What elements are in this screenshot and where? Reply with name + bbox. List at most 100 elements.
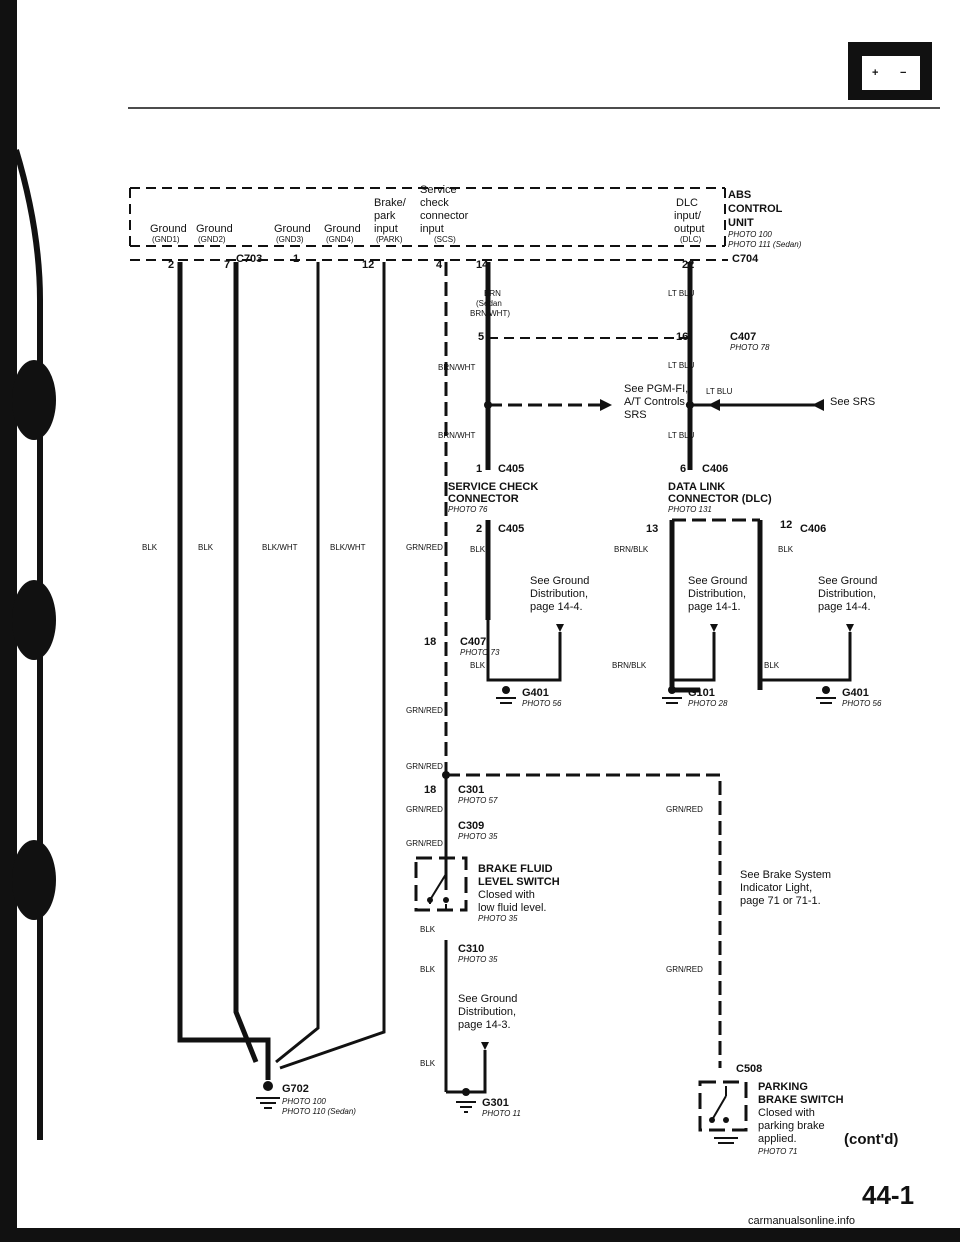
terminal-scs-2: check — [420, 197, 449, 209]
see-ground-c310-1: See Ground — [458, 993, 517, 1005]
see-ground-c406b-1: See Ground — [818, 575, 877, 587]
service-check-wires — [485, 262, 763, 693]
wire-label-grn-red-4: GRN/RED — [406, 805, 443, 814]
ground-g401-1-photo: PHOTO 56 — [522, 699, 562, 708]
wire-label-blk-2: BLK — [198, 543, 214, 552]
terminal-gnd2: Ground — [196, 223, 233, 235]
wire-label-blk-wht-2: BLK/WHT — [330, 543, 366, 552]
dlc-photo: PHOTO 131 — [668, 505, 712, 514]
connector-c407-lower-photo: PHOTO 73 — [460, 648, 500, 657]
pin-c703-2: 2 — [168, 259, 174, 271]
abs-control-unit-box — [129, 187, 726, 247]
wire-label-brn-sedan: (Sedan — [476, 299, 502, 308]
wire-label-blk-c310-1: BLK — [420, 925, 436, 934]
dlc-title-1: DATA LINK — [668, 481, 725, 493]
ground-g702: G702 — [282, 1083, 309, 1095]
parking-brake-switch-note-1: Closed with — [758, 1107, 815, 1119]
wire-label-brn-blk-1: BRN/BLK — [614, 545, 649, 554]
terminal-scs-id: (SCS) — [434, 235, 456, 244]
terminal-scs-4: input — [420, 223, 444, 235]
wire-label-blk-c310-2: BLK — [420, 965, 436, 974]
terminal-park-3: input — [374, 223, 398, 235]
ground-symbol-g401-2 — [816, 686, 836, 704]
pin-c406-12: 12 — [780, 519, 792, 531]
parking-brake-switch — [698, 1080, 748, 1144]
connector-c406-lower: C406 — [800, 523, 826, 535]
wire-label-blk-wht-1: BLK/WHT — [262, 543, 298, 552]
terminal-park-1: Brake/ — [374, 197, 407, 209]
see-ground-c310-page: page 14-3. — [458, 1019, 511, 1031]
wire-label-grn-red-6: GRN/RED — [666, 805, 703, 814]
see-ground-c310-2: Distribution, — [458, 1006, 516, 1018]
parking-brake-switch-note-2: parking brake — [758, 1120, 825, 1132]
see-pgm-3: SRS — [624, 409, 647, 421]
wire-label-brn-wht-2: BRN/WHT — [438, 431, 475, 440]
wire-label-grn-red-2: GRN/RED — [406, 706, 443, 715]
see-ground-c406-1: See Ground — [688, 575, 747, 587]
terminal-gnd3: Ground — [274, 223, 311, 235]
ground-symbol-g702 — [256, 1081, 280, 1109]
terminal-dlc-1: DLC — [676, 197, 698, 209]
abs-unit-label: UNIT — [728, 217, 754, 229]
see-brake-system-2: Indicator Light, — [740, 882, 812, 894]
wire-label-grn-red-3: GRN/RED — [406, 762, 443, 771]
see-ground-c405-1: See Ground — [530, 575, 589, 587]
see-ground-c405-page: page 14-4. — [530, 601, 583, 613]
ground-g401-2-photo: PHOTO 56 — [842, 699, 882, 708]
service-check-connector-title-2: CONNECTOR — [448, 493, 519, 505]
parking-brake-switch-photo: PHOTO 71 — [758, 1147, 797, 1156]
see-pgm-2: A/T Controls, — [624, 396, 688, 408]
wire-label-grn-red-5: GRN/RED — [406, 839, 443, 848]
wire-label-brn-blk-2: BRN/BLK — [612, 661, 647, 670]
ground-symbol-g401-1 — [496, 686, 516, 704]
connector-c406-upper: C406 — [702, 463, 728, 475]
connector-c407-upper-photo: PHOTO 78 — [730, 343, 770, 352]
service-check-connector-photo: PHOTO 76 — [448, 505, 488, 514]
wire-label-lt-blu-2: LT BLU — [668, 361, 695, 370]
see-ground-c406b-page: page 14-4. — [818, 601, 871, 613]
see-brake-system-3: page 71 or 71-1. — [740, 895, 821, 907]
connector-c407-upper: C407 — [730, 331, 756, 343]
svg-text:+: + — [872, 67, 878, 79]
wire-label-lt-blu-4: LT BLU — [668, 431, 695, 440]
abs-photo-1: PHOTO 100 — [728, 230, 772, 239]
dlc-title-2: CONNECTOR (DLC) — [668, 493, 772, 505]
connector-c407-lower: C407 — [460, 636, 486, 648]
pin-c407-5: 5 — [478, 331, 484, 343]
pin-c406-13: 13 — [646, 523, 658, 535]
pin-c301-18: 18 — [424, 784, 436, 796]
connector-c405-lower: C405 — [498, 523, 524, 535]
wire-label-grn-red-7: GRN/RED — [666, 965, 703, 974]
terminal-gnd4-id: (GND4) — [326, 235, 354, 244]
terminal-dlc-id: (DLC) — [680, 235, 702, 244]
terminal-gnd1: Ground — [150, 223, 187, 235]
connector-c309: C309 — [458, 820, 484, 832]
wire-label-lt-blu-3: LT BLU — [706, 387, 733, 396]
connector-c703: C703 — [236, 253, 262, 265]
connector-c309-photo: PHOTO 35 — [458, 832, 498, 841]
ground-wires — [177, 262, 386, 1080]
brake-fluid-level-switch — [414, 856, 468, 912]
wire-label-grn-red-1: GRN/RED — [406, 543, 443, 552]
ground-g401-2: G401 — [842, 687, 869, 699]
ground-g301: G301 — [482, 1097, 509, 1109]
continued-label: (cont'd) — [844, 1131, 898, 1148]
connector-c310: C310 — [458, 943, 484, 955]
terminal-dlc-3: output — [674, 223, 705, 235]
ground-symbol-g301 — [456, 1088, 476, 1113]
pin-c407-16: 16 — [676, 331, 688, 343]
connector-c405-upper: C405 — [498, 463, 524, 475]
pin-c703-1: 1 — [293, 253, 299, 265]
wire-label-lt-blu-1: LT BLU — [668, 289, 695, 298]
parking-brake-switch-note-3: applied. — [758, 1133, 797, 1145]
wire-label-blk-g301: BLK — [420, 1059, 436, 1068]
service-check-connector-title-1: SERVICE CHECK — [448, 481, 538, 493]
pin-c405-2: 2 — [476, 523, 482, 535]
watermark: carmanualsonline.info — [748, 1215, 855, 1227]
connector-c301: C301 — [458, 784, 484, 796]
pin-c703-7: 7 — [224, 259, 230, 271]
ground-g101: G101 — [688, 687, 715, 699]
